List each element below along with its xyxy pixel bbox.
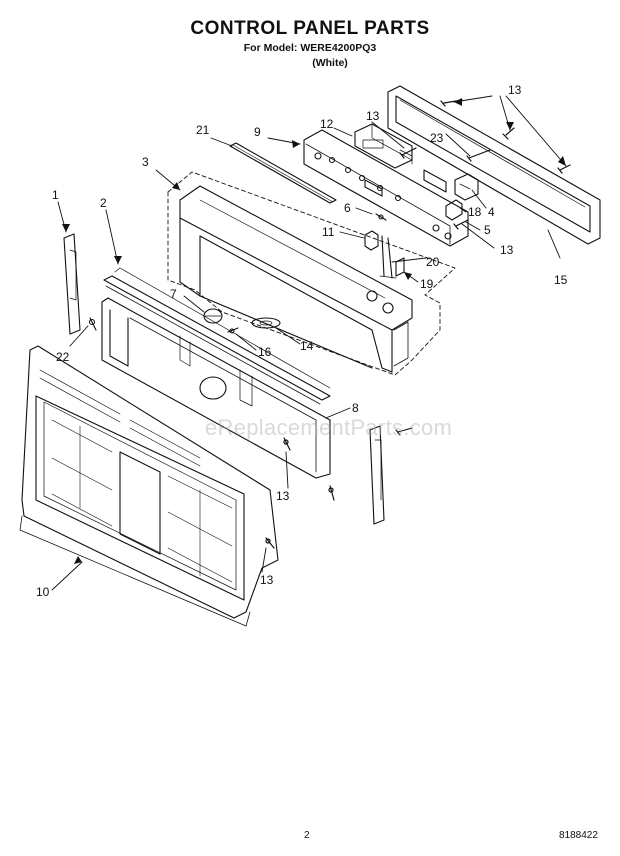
callout-20: 20 — [426, 255, 440, 269]
model-line: For Model: WERE4200PQ3 — [243, 42, 377, 54]
watermark: eReplacementParts.com — [205, 415, 453, 440]
part-20-wire-harness — [379, 235, 397, 279]
callout-5: 5 — [484, 223, 491, 237]
callout-12: 12 — [320, 117, 334, 131]
callout-7: 7 — [170, 287, 177, 301]
part-3-console — [179, 185, 413, 373]
page-title: CONTROL PANEL PARTS — [190, 18, 430, 39]
color-variant: (White) — [312, 57, 348, 69]
page-number: 2 — [304, 830, 310, 841]
callout-2: 2 — [100, 196, 107, 210]
callout-23: 23 — [430, 131, 444, 145]
assembly-dashed-outline — [167, 171, 456, 376]
part-6-screw — [375, 213, 387, 221]
callout-16: 16 — [258, 345, 272, 359]
part-12-control-board — [354, 123, 413, 169]
callout-22: 22 — [56, 350, 70, 364]
screw-right-bracket — [395, 427, 413, 436]
callout-19: 19 — [420, 277, 434, 291]
part-2-rail — [103, 267, 331, 405]
callout-13-bottom: 13 — [260, 573, 274, 587]
right-end-bracket — [369, 425, 385, 525]
callout-21: 21 — [196, 123, 210, 137]
callout-15: 15 — [554, 273, 568, 287]
callout-14: 14 — [300, 339, 314, 353]
callout-4: 4 — [488, 205, 495, 219]
callout-13-lower: 13 — [276, 489, 290, 503]
callout-8: 8 — [352, 401, 359, 415]
screws-top-right — [399, 99, 571, 230]
callout-13-top: 13 — [366, 109, 380, 123]
part-22-screw — [88, 317, 97, 331]
part-9-control-panel — [303, 129, 469, 247]
callout-18: 18 — [468, 205, 482, 219]
callout-3: 3 — [142, 155, 149, 169]
part-21-bracket — [229, 142, 337, 204]
screws-lower — [265, 437, 335, 549]
part-15-trim-frame — [387, 85, 601, 245]
part-11-knob-clip — [364, 230, 379, 251]
part-8-back-panel — [101, 297, 331, 479]
callout-9: 9 — [254, 125, 261, 139]
callout-13-right: 13 — [500, 243, 514, 257]
part-4-switch — [454, 173, 479, 201]
callout-10: 10 — [36, 585, 50, 599]
part-10-outer-panel — [19, 345, 279, 627]
callout-11: 11 — [322, 225, 335, 239]
arrow-heads — [62, 98, 566, 564]
callout-13-top-right: 13 — [508, 83, 522, 97]
callout-6: 6 — [344, 201, 351, 215]
callout-1: 1 — [52, 188, 59, 202]
part-18-connector — [445, 199, 463, 221]
callout-labels: 1 2 3 4 5 6 7 8 9 10 11 12 13 13 13 13 1… — [36, 83, 568, 599]
part-1-left-bracket — [63, 233, 81, 335]
document-number: 8188422 — [559, 830, 598, 841]
part-14-insulator — [251, 317, 281, 329]
